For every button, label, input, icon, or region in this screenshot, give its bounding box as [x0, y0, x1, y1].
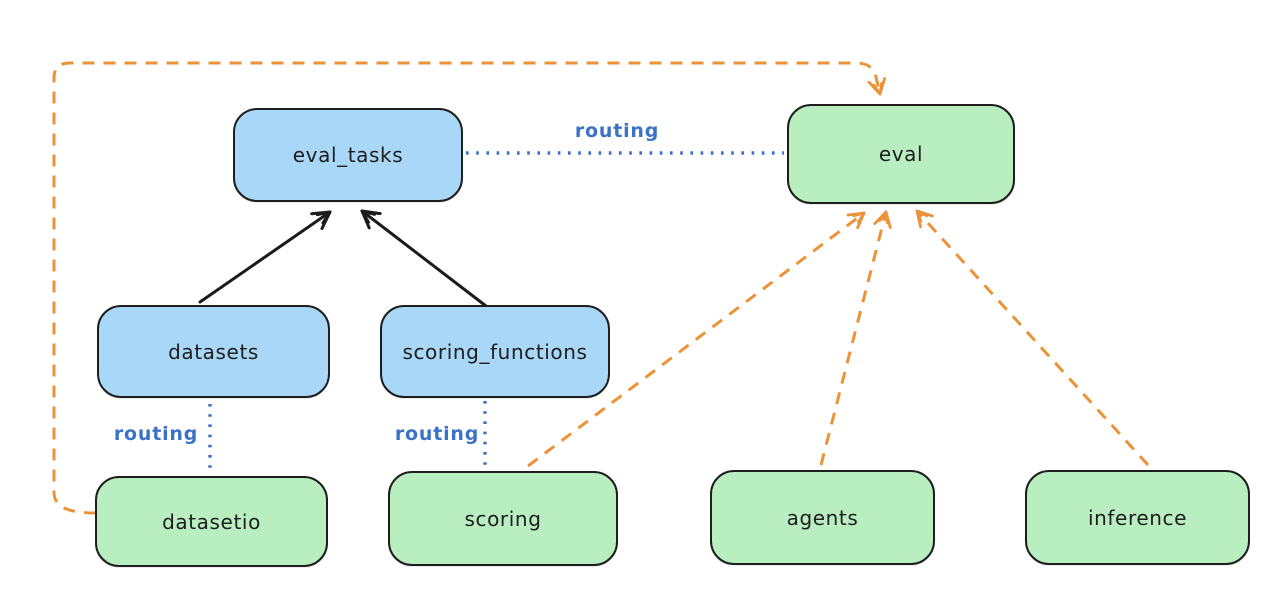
node-agents-label: agents — [786, 505, 859, 530]
node-agents: agents — [710, 470, 935, 565]
node-eval-label: eval — [878, 142, 924, 166]
edge-scoring-to-eval — [527, 211, 866, 468]
edge-datasets-to-eval-tasks — [198, 210, 332, 304]
node-inference: inference — [1025, 470, 1250, 565]
node-scoring: scoring — [388, 471, 618, 566]
node-scoring-functions-label: scoring_functions — [402, 339, 588, 364]
node-eval-tasks-label: eval_tasks — [292, 143, 404, 167]
edge-label-routing-datasets-datasetio: routing — [113, 423, 199, 445]
node-scoring-functions: scoring_functions — [380, 305, 610, 398]
edge-label-routing-scoring-functions-scoring: routing — [394, 423, 480, 445]
node-datasets-label: datasets — [168, 339, 259, 364]
node-datasetio-label: datasetio — [162, 509, 261, 534]
edge-inference-to-eval — [915, 209, 1150, 467]
edge-agents-to-eval — [819, 210, 892, 466]
node-datasetio: datasetio — [95, 476, 328, 567]
edge-scoring-functions-to-eval-tasks — [360, 209, 488, 308]
edge-label-routing-eval-tasks-eval: routing — [574, 120, 660, 142]
node-inference-label: inference — [1087, 505, 1188, 530]
node-eval-tasks: eval_tasks — [233, 108, 463, 202]
node-datasets: datasets — [97, 305, 330, 398]
node-eval: eval — [787, 104, 1015, 204]
node-scoring-label: scoring — [464, 506, 542, 531]
